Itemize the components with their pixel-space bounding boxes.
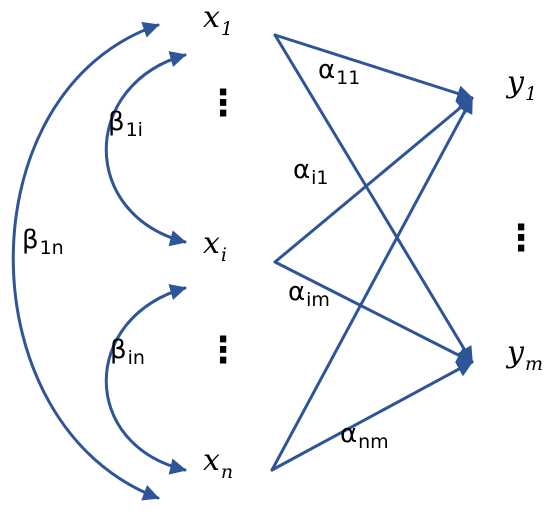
label-alpha-im: αim <box>288 277 330 311</box>
alpha-im-arrow <box>273 260 474 364</box>
label-beta-1i: β1i <box>108 107 143 141</box>
label-alpha-i1: αi1 <box>293 155 329 189</box>
label-beta-in: βin <box>110 335 145 369</box>
beta-1i-arrow <box>104 51 187 247</box>
label-beta-1n: β1n <box>22 225 64 259</box>
alpha-nm-arrow <box>270 360 474 472</box>
xn-to-y1-arrow <box>270 96 474 472</box>
beta-1n-arrow <box>11 21 160 501</box>
label-alpha-11: α11 <box>318 55 360 89</box>
node-x1: x1 <box>203 0 233 40</box>
input-ellipsis-lower: ⋮ <box>205 330 241 371</box>
output-ellipsis: ⋮ <box>503 218 539 259</box>
alpha-11-arrow <box>273 33 474 102</box>
x1-to-ym-arrow <box>273 33 474 364</box>
node-xi: xi <box>203 226 227 266</box>
label-alpha-nm: αnm <box>340 419 389 453</box>
node-xn: xn <box>203 443 233 483</box>
input-ellipsis-upper: ⋮ <box>205 83 241 124</box>
node-ym: ym <box>505 335 543 375</box>
alpha-i1-arrow <box>273 96 474 264</box>
node-y1: y1 <box>505 65 537 105</box>
beta-in-arrow <box>104 284 187 475</box>
